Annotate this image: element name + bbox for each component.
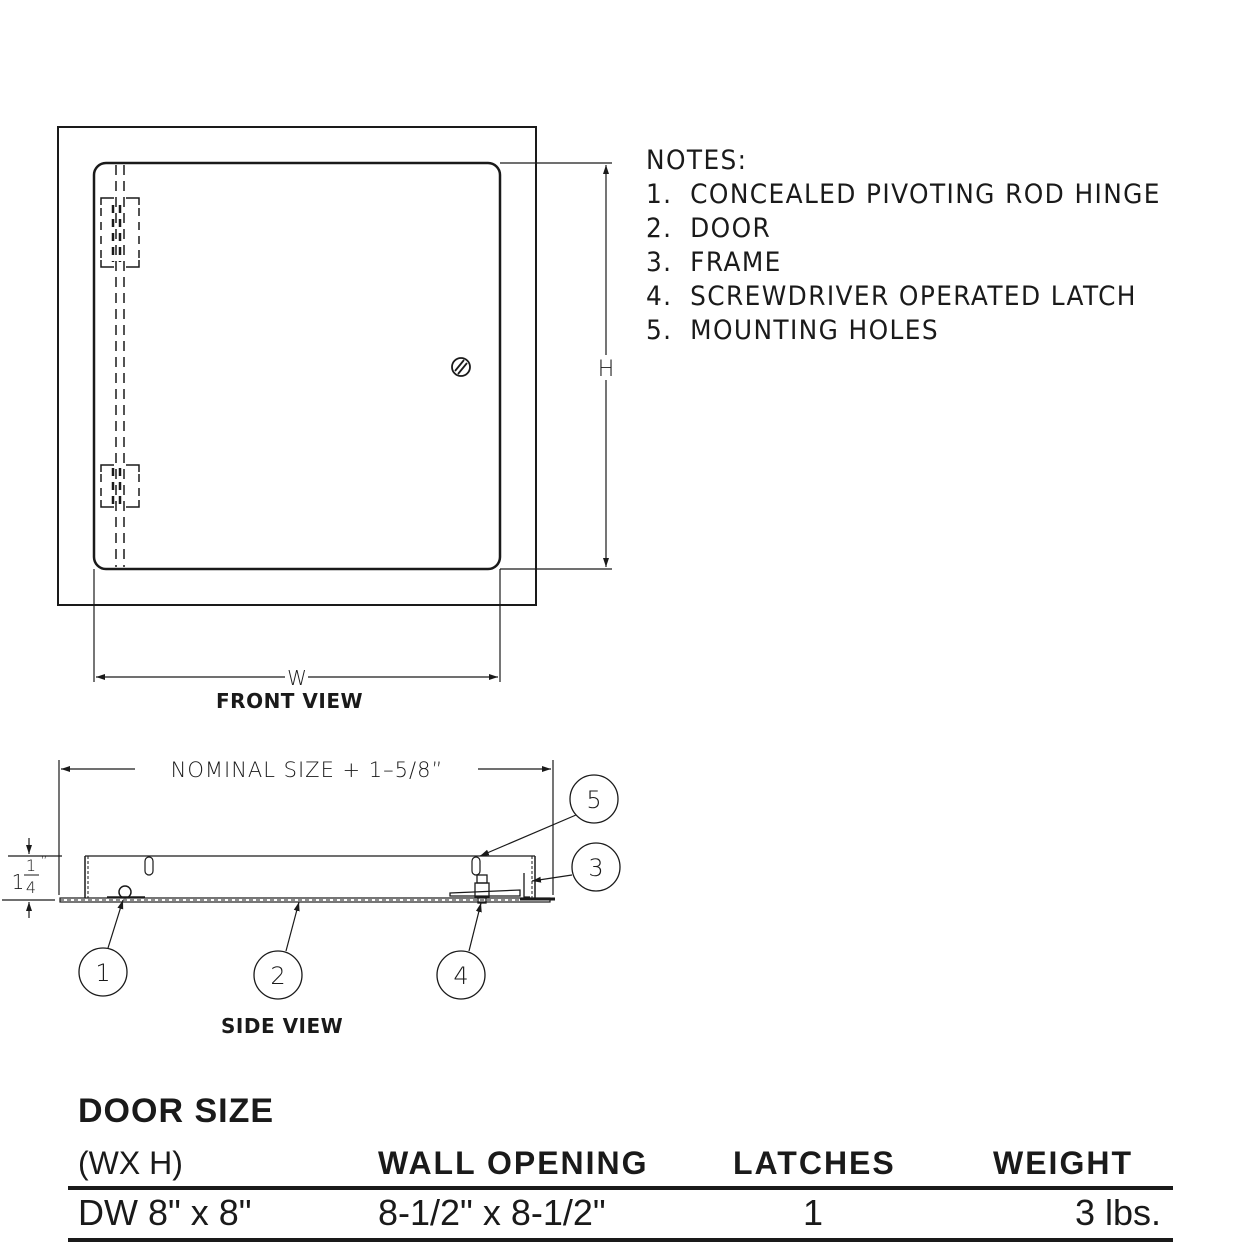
callout-3-circle — [571, 842, 621, 892]
callout-5-label: 5 — [586, 786, 601, 814]
side-view-label: SIDE VIEW — [221, 1014, 344, 1038]
depth-numerator-label: 1 — [26, 856, 36, 875]
note-item: 3.FRAME — [646, 247, 782, 278]
depth-whole-label: 1 — [12, 870, 25, 894]
spec-table-header: (WX H) WALL OPENING LATCHES WEIGHT — [68, 1136, 1173, 1190]
depth-unit-label: ” — [40, 854, 47, 870]
spec-table-title: DOOR SIZE — [78, 1092, 275, 1130]
nominal-size-dimension-label: NOMINAL SIZE + 1–5/8” — [171, 758, 444, 782]
callout-4-circle — [436, 950, 486, 1000]
callout-5-circle — [569, 774, 619, 824]
callout-1-label: 1 — [95, 959, 110, 987]
frame-outline — [57, 126, 537, 606]
header-door-size: (WX H) — [78, 1145, 183, 1181]
notes-title: NOTES: — [646, 145, 748, 176]
callout-2-label: 2 — [270, 962, 285, 990]
door-outline — [92, 161, 502, 571]
header-wall-opening: WALL OPENING — [378, 1145, 649, 1181]
spec-table: DOOR SIZE (WX H) WALL OPENING LATCHES WE… — [68, 1092, 1173, 1242]
hinge-knuckle-icon — [107, 885, 145, 899]
header-weight: WEIGHT — [993, 1145, 1133, 1181]
cell-door-size: DW 8" x 8" — [78, 1192, 252, 1233]
depth-denominator-label: 4 — [26, 878, 36, 897]
cell-wall-opening: 8-1/2" x 8-1/2" — [378, 1192, 606, 1233]
height-dimension-label: H — [598, 357, 615, 382]
front-view-drawing — [57, 126, 612, 682]
bottom-hinge-icon — [100, 464, 140, 508]
top-hinge-icon — [100, 197, 140, 268]
notes-block: NOTES: 1.CONCEALED PIVOTING ROD HINGE 2.… — [646, 144, 1161, 348]
mounting-hole-icon — [471, 856, 481, 876]
width-dimension-label: W — [287, 666, 307, 690]
note-item: 5.MOUNTING HOLES — [646, 315, 939, 346]
callout-3-label: 3 — [588, 854, 603, 882]
note-item: 1.CONCEALED PIVOTING ROD HINGE — [646, 179, 1161, 210]
note-item: 4.SCREWDRIVER OPERATED LATCH — [646, 281, 1137, 312]
cell-latches: 1 — [802, 1192, 824, 1233]
header-latches: LATCHES — [733, 1145, 896, 1181]
note-item: 2.DOOR — [646, 213, 772, 244]
latch-screw-icon — [451, 357, 471, 377]
mounting-hole-icon — [144, 856, 154, 876]
cell-weight: 3 lbs. — [1074, 1192, 1161, 1233]
front-view-label: FRONT VIEW — [216, 689, 364, 713]
side-view-drawing — [2, 760, 621, 1000]
callout-4-label: 4 — [453, 962, 468, 990]
callout-2-circle — [253, 950, 303, 1000]
table-row: DW 8" x 8" 8-1/2" x 8-1/2" 1 3 lbs. — [68, 1190, 1173, 1242]
callout-1-circle — [78, 947, 128, 997]
latch-assembly-icon — [449, 873, 555, 904]
